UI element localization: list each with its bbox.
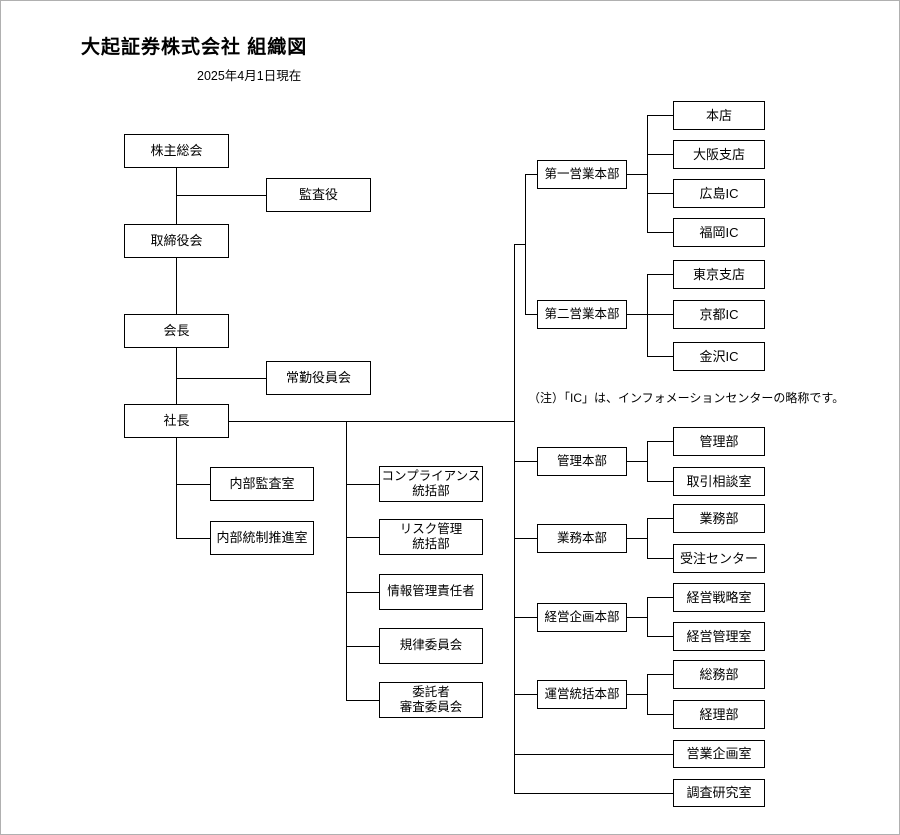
connector-osaka bbox=[647, 154, 673, 155]
node-management-office: 経営管理室 bbox=[673, 622, 765, 651]
page-title: 大起証券株式会社 組織図 bbox=[81, 37, 308, 58]
node-internal-audit-office: 内部監査室 bbox=[210, 467, 314, 501]
node-kyoto-ic: 京都IC bbox=[673, 300, 765, 329]
node-discipline-committee: 規律委員会 bbox=[379, 628, 483, 664]
node-second-sales-hq: 第二営業本部 bbox=[537, 300, 627, 329]
node-head-office: 本店 bbox=[673, 101, 765, 130]
connector-middle-spine bbox=[346, 421, 347, 700]
connector-sales-junction bbox=[514, 244, 525, 245]
node-standing-officers-board: 常勤役員会 bbox=[266, 361, 371, 395]
connector-admin-vertical bbox=[647, 441, 648, 482]
node-operations-dept: 業務部 bbox=[673, 504, 765, 533]
connector-kanri bbox=[647, 441, 673, 442]
connector-admin-hq bbox=[514, 461, 537, 462]
connector-internal-control bbox=[176, 538, 210, 539]
connector-planning-stub bbox=[627, 617, 647, 618]
connector-sales1-stub bbox=[627, 174, 647, 175]
node-consultation-office: 取引相談室 bbox=[673, 467, 765, 496]
node-compliance-division: コンプライアンス 統括部 bbox=[379, 466, 483, 502]
connector-accounting bbox=[647, 714, 673, 715]
connector-gyomu bbox=[647, 518, 673, 519]
node-general-affairs-dept: 総務部 bbox=[673, 660, 765, 689]
connector-ops-stub bbox=[627, 538, 647, 539]
node-tokyo-branch: 東京支店 bbox=[673, 260, 765, 289]
node-order-center: 受注センター bbox=[673, 544, 765, 573]
connector-right-spine bbox=[514, 244, 515, 794]
connector-planning-vertical bbox=[647, 597, 648, 637]
node-fukuoka-ic: 福岡IC bbox=[673, 218, 765, 247]
connector-compliance bbox=[346, 484, 379, 485]
connector-management-office bbox=[647, 636, 673, 637]
node-corporate-auditor: 監査役 bbox=[266, 178, 371, 212]
node-board-of-directors: 取締役会 bbox=[124, 224, 229, 258]
connector-strategy bbox=[647, 597, 673, 598]
connector-honten bbox=[647, 115, 673, 116]
node-chairman: 会長 bbox=[124, 314, 229, 348]
connector-steering-hq bbox=[514, 694, 537, 695]
connector-left-spine bbox=[176, 168, 177, 538]
node-osaka-branch: 大阪支店 bbox=[673, 140, 765, 169]
node-sales-planning-office: 営業企画室 bbox=[673, 740, 765, 768]
node-president: 社長 bbox=[124, 404, 229, 438]
node-info-management-officer: 情報管理責任者 bbox=[379, 574, 483, 610]
connector-research bbox=[514, 793, 673, 794]
connector-sales2 bbox=[525, 314, 537, 315]
connector-consignor bbox=[346, 700, 379, 701]
node-research-office: 調査研究室 bbox=[673, 779, 765, 807]
connector-sales1-children-vertical bbox=[647, 115, 648, 233]
node-first-sales-hq: 第一営業本部 bbox=[537, 160, 627, 189]
node-accounting-dept: 経理部 bbox=[673, 700, 765, 729]
connector-risk bbox=[346, 537, 379, 538]
connector-president-main bbox=[229, 421, 514, 422]
node-internal-control-office: 内部統制推進室 bbox=[210, 521, 314, 555]
node-steering-hq: 運営統括本部 bbox=[537, 680, 627, 709]
node-kanazawa-ic: 金沢IC bbox=[673, 342, 765, 371]
connector-steering-stub bbox=[627, 694, 647, 695]
connector-general-affairs bbox=[647, 674, 673, 675]
node-consignor-screening-committee: 委託者 審査委員会 bbox=[379, 682, 483, 718]
connector-hiroshima bbox=[647, 193, 673, 194]
node-admin-hq: 管理本部 bbox=[537, 447, 627, 476]
connector-admin-stub bbox=[627, 461, 647, 462]
connector-sales-planning bbox=[514, 754, 673, 755]
connector-sales1 bbox=[525, 174, 537, 175]
connector-fukuoka bbox=[647, 232, 673, 233]
node-risk-management-division: リスク管理 統括部 bbox=[379, 519, 483, 555]
connector-sales2-children-vertical bbox=[647, 274, 648, 357]
ic-abbreviation-note: （注）「IC」は、インフォメーションセンターの略称です。 bbox=[528, 391, 845, 405]
connector-info-mgmt bbox=[346, 592, 379, 593]
connector-tokyo bbox=[647, 274, 673, 275]
node-admin-dept: 管理部 bbox=[673, 427, 765, 456]
connector-kyoto bbox=[647, 314, 673, 315]
node-strategy-office: 経営戦略室 bbox=[673, 583, 765, 612]
node-operations-hq: 業務本部 bbox=[537, 524, 627, 553]
connector-sales2-stub bbox=[627, 314, 647, 315]
connector-kanazawa bbox=[647, 356, 673, 357]
connector-internal-audit bbox=[176, 484, 210, 485]
connector-consultation bbox=[647, 481, 673, 482]
connector-order-center bbox=[647, 558, 673, 559]
node-hiroshima-ic: 広島IC bbox=[673, 179, 765, 208]
connector-discipline bbox=[346, 646, 379, 647]
node-planning-hq: 経営企画本部 bbox=[537, 603, 627, 632]
connector-standing-officers bbox=[176, 378, 266, 379]
connector-sales-pair-vertical bbox=[525, 174, 526, 315]
node-shareholders-meeting: 株主総会 bbox=[124, 134, 229, 168]
connector-auditor bbox=[176, 195, 266, 196]
connector-ops-vertical bbox=[647, 518, 648, 559]
connector-steering-vertical bbox=[647, 674, 648, 715]
connector-ops-hq bbox=[514, 538, 537, 539]
connector-planning-hq bbox=[514, 617, 537, 618]
date-stamp: 2025年4月1日現在 bbox=[197, 69, 302, 83]
